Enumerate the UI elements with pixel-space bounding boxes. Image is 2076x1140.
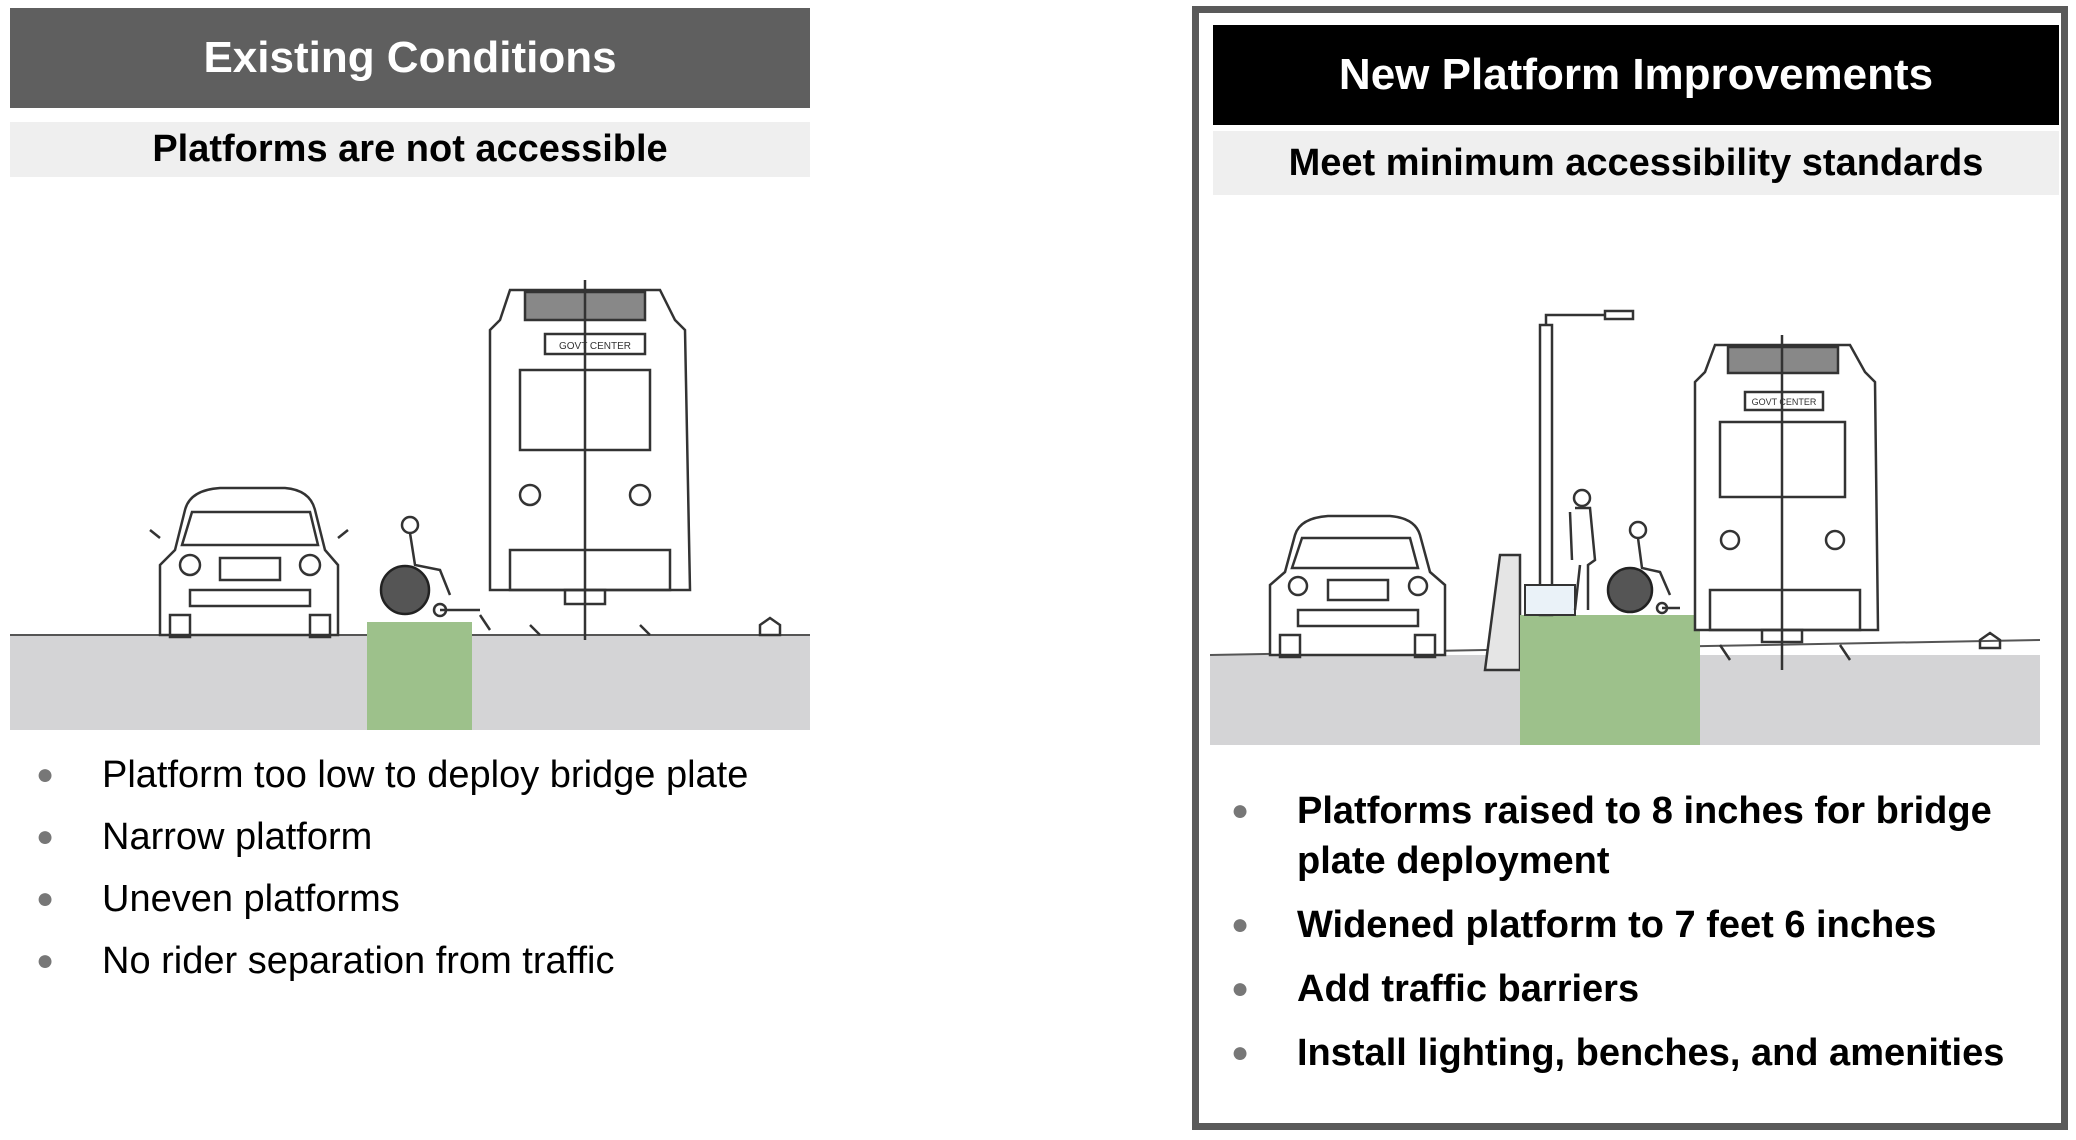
list-item: ●Narrow platform (10, 806, 810, 868)
streetcar-destination-sign: GOVT CENTER (559, 341, 631, 352)
bullet-icon: ● (36, 882, 55, 915)
bench-icon (1524, 584, 1576, 616)
improved-cross-section: GOVT CENTER (1210, 309, 2040, 745)
list-item: ●Platform too low to deploy bridge plate (10, 744, 810, 806)
list-item: ●No rider separation from traffic (10, 930, 810, 992)
list-item: ●Platforms raised to 8 inches for bridge… (1205, 786, 2065, 886)
bullet-icon: ● (36, 758, 55, 791)
existing-cross-section: GOVT CENTER (10, 280, 810, 730)
standing-person-icon (1568, 488, 1597, 611)
existing-conditions-panel: Existing Conditions Platforms are not ac… (10, 8, 810, 177)
new-platform-improvements-list: ●Platforms raised to 8 inches for bridge… (1205, 786, 2065, 1092)
streetcar-icon: GOVT CENTER (478, 280, 782, 640)
raised-platform (1520, 615, 1700, 745)
existing-conditions-title: Existing Conditions (10, 8, 810, 108)
bullet-icon: ● (1231, 908, 1250, 941)
list-item: ●Uneven platforms (10, 868, 810, 930)
bullet-icon: ● (1231, 1036, 1250, 1069)
streetcar-destination-sign: GOVT CENTER (1752, 397, 1817, 407)
existing-conditions-list: ●Platform too low to deploy bridge plate… (10, 744, 810, 992)
light-pole-icon (1538, 309, 1635, 617)
car-icon (149, 486, 349, 639)
existing-conditions-subtitle: Platforms are not accessible (10, 122, 810, 177)
wheelchair-user-icon (1606, 520, 1680, 615)
list-item: ●Install lighting, benches, and amenitie… (1205, 1028, 2065, 1078)
list-item: ●Add traffic barriers (1205, 964, 2065, 1014)
low-platform (367, 622, 472, 730)
wheelchair-user-icon (379, 515, 480, 618)
bullet-icon: ● (1231, 972, 1250, 1005)
new-platform-improvements-panel: New Platform Improvements Meet minimum a… (1192, 6, 2068, 1130)
new-platform-improvements-title: New Platform Improvements (1213, 25, 2059, 125)
traffic-barrier (1483, 553, 1522, 672)
bullet-icon: ● (36, 944, 55, 977)
new-platform-improvements-subtitle: Meet minimum accessibility standards (1213, 131, 2059, 195)
streetcar-icon: GOVT CENTER (1693, 335, 2002, 670)
car-icon (1268, 514, 1447, 659)
bullet-icon: ● (1231, 794, 1250, 827)
list-item: ●Widened platform to 7 feet 6 inches (1205, 900, 2065, 950)
bullet-icon: ● (36, 820, 55, 853)
